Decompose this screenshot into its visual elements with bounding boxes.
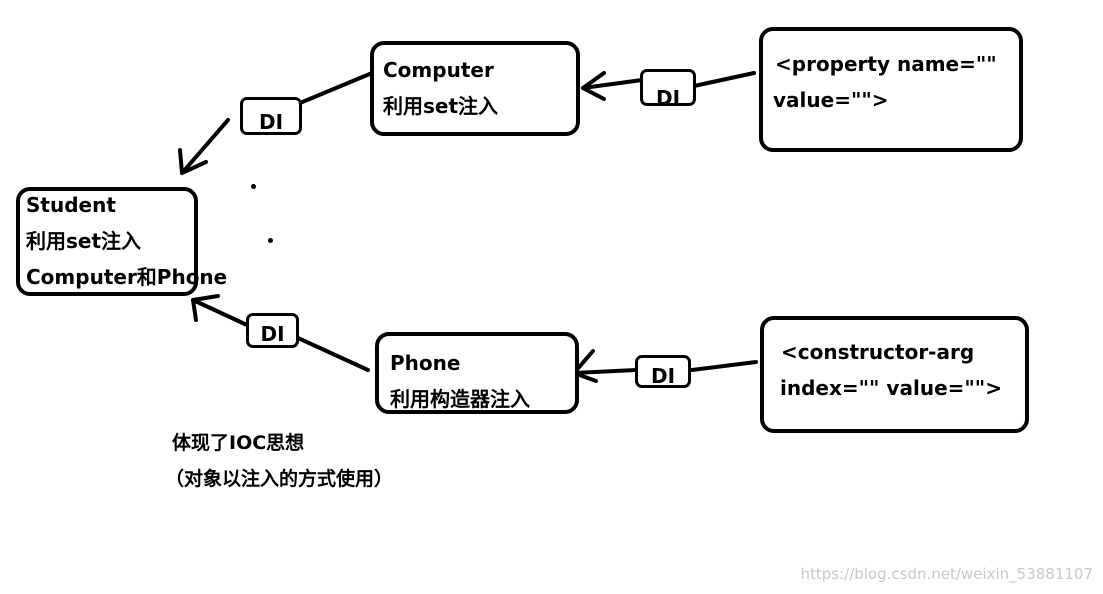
constructor-arg-line1: <constructor-arg [781,340,975,364]
computer-injection: 利用set注入 [383,94,499,118]
line-computer-to-di [298,71,374,105]
line-phone-to-di [296,336,370,372]
computer-node [370,41,580,136]
arrow-shaft-to-computer [581,78,644,90]
di-label-property-to-computer: DI [640,69,696,108]
student-injection: 利用set注入 [26,229,142,253]
arrow-shaft-to-student-bottom [191,298,249,327]
arrow-shaft-to-phone [572,368,639,375]
arrowhead-student-top [178,148,208,175]
constructor-arg-tag-node [760,316,1029,433]
property-tag-node [759,27,1023,152]
line-property-to-di [692,71,756,88]
property-tag-line1: <property name="" [775,52,997,76]
student-title: Student [26,193,116,217]
arrow-shaft-to-student-top [180,118,230,175]
computer-title: Computer [383,58,494,82]
di-label-constructor-to-phone: DI [635,355,691,388]
di-label-computer-to-student: DI [240,97,302,135]
student-node [16,187,198,296]
ellipsis-dot-2 [268,238,273,243]
student-dependencies: Computer和Phone [26,265,228,289]
caption-ioc: 体现了IOC思想 [172,432,305,454]
phone-injection: 利用构造器注入 [390,387,530,411]
line-constructor-to-di [690,360,758,372]
phone-title: Phone [390,351,461,375]
di-label-phone-to-student: DI [246,313,299,348]
ellipsis-dot-1 [251,184,256,189]
watermark: https://blog.csdn.net/weixin_53881107 [800,565,1093,583]
constructor-arg-line2: index="" value=""> [780,376,1002,400]
arrowhead-computer [581,71,606,101]
arrowhead-student-bottom [191,294,220,322]
phone-node [375,332,579,414]
property-tag-line2: value=""> [773,88,889,112]
caption-injection-usage: （对象以注入的方式使用） [165,468,394,490]
